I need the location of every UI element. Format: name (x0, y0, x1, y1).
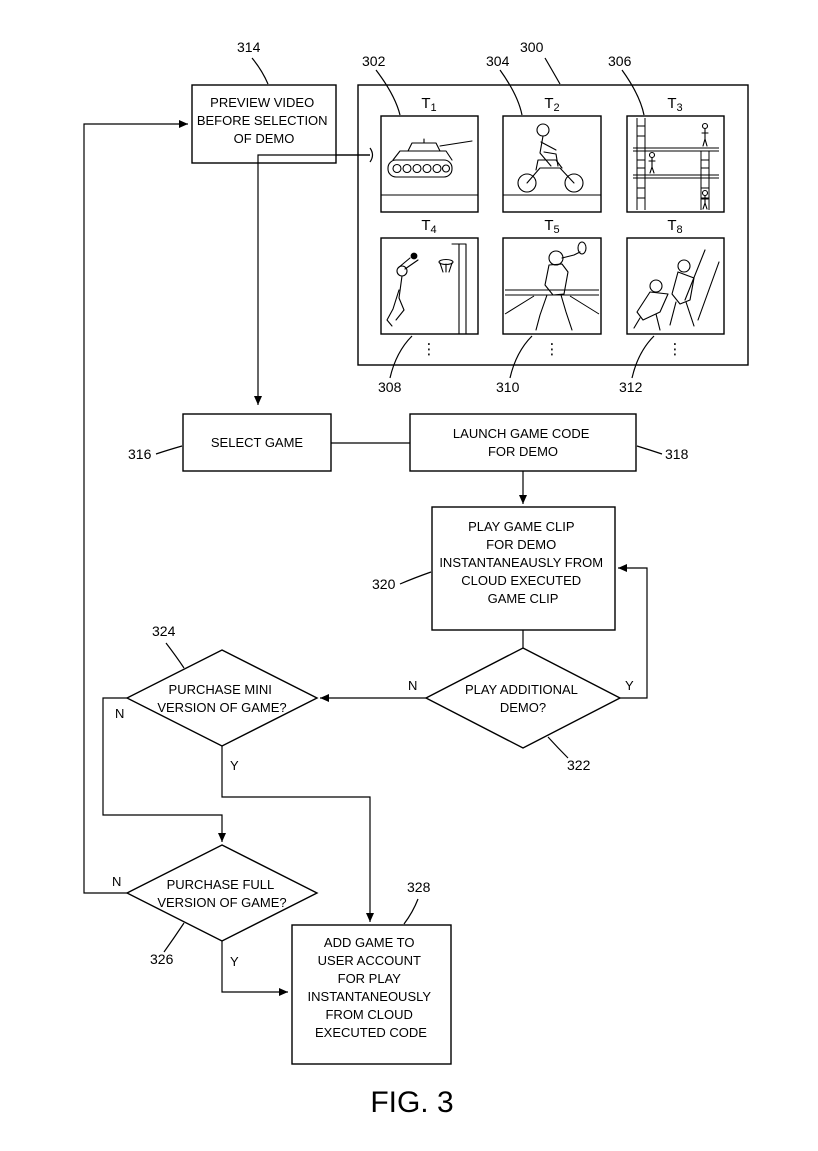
label-additional-yes: Y (625, 678, 634, 693)
ladders-platform-game-icon (633, 118, 719, 210)
ref-306: 306 (608, 53, 632, 69)
tile-t5-title: T5 (544, 217, 559, 236)
leader-304 (499, 69, 523, 116)
tile-t3[interactable] (626, 115, 725, 213)
tile-t2[interactable] (502, 115, 602, 213)
preview-video-text: PREVIEW VIDEO BEFORE SELECTION OF DEMO (197, 95, 331, 146)
leader-302 (375, 69, 401, 116)
ref-320: 320 (372, 576, 396, 592)
tile-t6[interactable] (626, 237, 725, 335)
flow-full-no-loop (83, 120, 188, 894)
launch-game-code-text: LAUNCH GAME CODE FOR DEMO (453, 426, 593, 459)
tile-t5[interactable] (502, 237, 602, 335)
continuation-dots-col3: ⋮ (668, 341, 683, 358)
leader-308 (389, 335, 413, 379)
leader-310 (509, 335, 533, 379)
label-mini-yes: Y (230, 758, 239, 773)
continuation-dots-col1: ⋮ (422, 341, 437, 358)
tile-t4[interactable] (380, 237, 479, 335)
ref-316: 316 (128, 446, 152, 462)
leader-326 (163, 922, 185, 953)
tile-t2-title: T2 (544, 95, 559, 114)
tile-t1-title: T1 (421, 95, 436, 114)
add-game-box (291, 924, 452, 1065)
basketball-icon (386, 243, 467, 335)
leader-322 (547, 736, 569, 759)
tile-t8-title: T8 (667, 217, 682, 236)
flow-full-yes (221, 941, 288, 996)
panel-bracket (369, 147, 374, 163)
leader-324 (165, 642, 185, 669)
label-additional-no: N (408, 678, 417, 693)
leader-328 (403, 898, 419, 925)
launch-game-code-box (409, 413, 637, 472)
figure-label: FIG. 3 (370, 1086, 453, 1119)
ref-300: 300 (520, 39, 544, 55)
label-full-no: N (112, 874, 121, 889)
flow-preview-to-select (254, 154, 370, 405)
leader-306 (621, 69, 645, 116)
select-game-box (182, 413, 332, 472)
ref-328: 328 (407, 879, 431, 895)
label-full-yes: Y (230, 954, 239, 969)
leader-318 (636, 445, 663, 455)
tank-icon (387, 138, 473, 178)
purchase-full-diamond (125, 844, 319, 942)
tile-t1[interactable] (380, 115, 479, 213)
ref-302: 302 (362, 53, 386, 69)
ref-322: 322 (567, 757, 591, 773)
tile-t4-title: T4 (421, 217, 436, 236)
ref-312: 312 (619, 379, 643, 395)
fencing-fight-icon (633, 249, 720, 331)
play-game-clip-box (431, 506, 616, 631)
ref-310: 310 (496, 379, 520, 395)
ref-314: 314 (237, 39, 261, 55)
select-game-text: SELECT GAME (211, 435, 304, 450)
continuation-dots-col2: ⋮ (545, 341, 560, 358)
leader-314 (251, 57, 269, 85)
leader-300 (544, 57, 561, 85)
football-quarterback-icon (504, 241, 600, 331)
label-mini-no: N (115, 706, 124, 721)
flow-mini-no (102, 697, 226, 842)
play-additional-demo-diamond (424, 647, 622, 749)
motorcycle-icon (517, 123, 584, 193)
leader-316 (155, 445, 183, 455)
preview-video-box (191, 84, 337, 164)
purchase-mini-text: PURCHASE MINI VERSION OF GAME? (157, 682, 286, 715)
play-additional-demo-text: PLAY ADDITIONAL DEMO? (465, 682, 581, 715)
tile-t3-title: T3 (667, 95, 682, 114)
flow-additional-yes-loop (618, 564, 648, 699)
flow-mini-yes (221, 746, 374, 922)
ref-304: 304 (486, 53, 510, 69)
ref-318: 318 (665, 446, 689, 462)
ref-326: 326 (150, 951, 174, 967)
ref-324: 324 (152, 623, 176, 639)
add-game-text: ADD GAME TO USER ACCOUNT FOR PLAY INSTAN… (308, 935, 435, 1040)
play-game-clip-text: PLAY GAME CLIP FOR DEMO INSTANTANEAUSLY … (439, 519, 606, 606)
ref-308: 308 (378, 379, 402, 395)
leader-312 (631, 335, 655, 379)
leader-320 (399, 571, 432, 585)
purchase-full-text: PURCHASE FULL VERSION OF GAME? (157, 877, 286, 910)
purchase-mini-diamond (125, 649, 319, 747)
